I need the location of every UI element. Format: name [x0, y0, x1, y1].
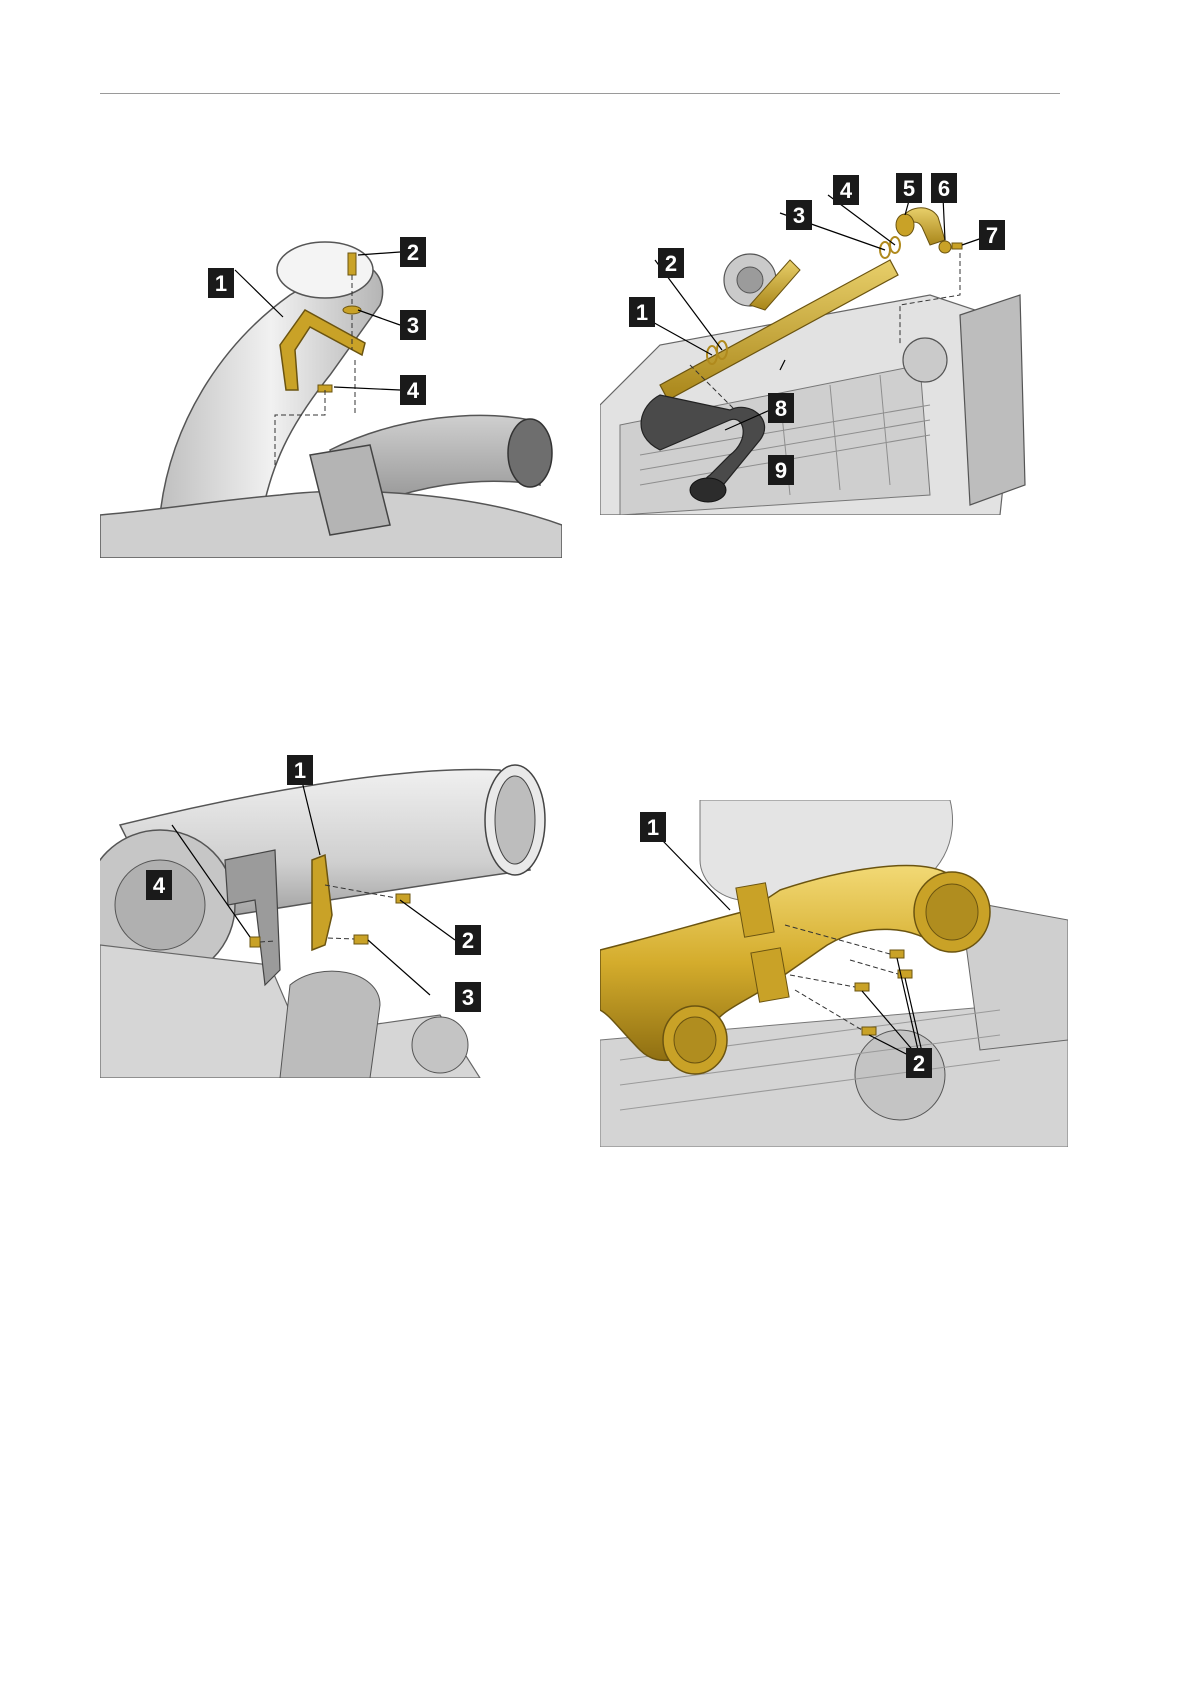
callout-3: 3 [400, 310, 426, 340]
callout-1: 1 [287, 755, 313, 785]
callout-9: 9 [768, 455, 794, 485]
callout-1: 1 [640, 812, 666, 842]
callout-2: 2 [906, 1048, 932, 1078]
figure-bracket-pipe: 1 2 3 4 [100, 225, 562, 558]
figure-y-pipe: 1 2 [600, 800, 1068, 1147]
svg-text:1: 1 [215, 271, 227, 296]
svg-text:2: 2 [665, 251, 677, 276]
svg-text:7: 7 [986, 223, 998, 248]
callout-4: 4 [833, 175, 859, 205]
svg-text:2: 2 [913, 1051, 925, 1076]
svg-text:4: 4 [153, 873, 166, 898]
svg-text:1: 1 [294, 758, 306, 783]
callout-3: 3 [786, 200, 812, 230]
callout-3: 3 [455, 982, 481, 1012]
svg-text:3: 3 [462, 985, 474, 1010]
callout-4: 4 [146, 870, 172, 900]
callout-5: 5 [896, 173, 922, 203]
svg-text:1: 1 [636, 300, 648, 325]
callout-1: 1 [208, 268, 234, 298]
svg-text:4: 4 [407, 378, 420, 403]
svg-text:4: 4 [840, 178, 853, 203]
header-rule [100, 93, 1060, 94]
figure-coolant-pipe: 1 2 3 4 5 6 7 8 9 [600, 165, 1068, 515]
callout-2: 2 [658, 248, 684, 278]
svg-text:3: 3 [793, 203, 805, 228]
svg-text:1: 1 [647, 815, 659, 840]
figure-air-duct-bracket: 1 2 3 4 [100, 755, 562, 1078]
callout-1: 1 [629, 297, 655, 327]
callout-2: 2 [455, 925, 481, 955]
svg-text:3: 3 [407, 313, 419, 338]
callout-2: 2 [400, 237, 426, 267]
svg-text:6: 6 [938, 176, 950, 201]
svg-text:9: 9 [775, 458, 787, 483]
svg-text:2: 2 [407, 240, 419, 265]
callout-4: 4 [400, 375, 426, 405]
svg-text:2: 2 [462, 928, 474, 953]
callout-8: 8 [768, 393, 794, 423]
callout-7: 7 [979, 220, 1005, 250]
svg-text:5: 5 [903, 176, 915, 201]
callout-6: 6 [931, 173, 957, 203]
svg-text:8: 8 [775, 396, 787, 421]
